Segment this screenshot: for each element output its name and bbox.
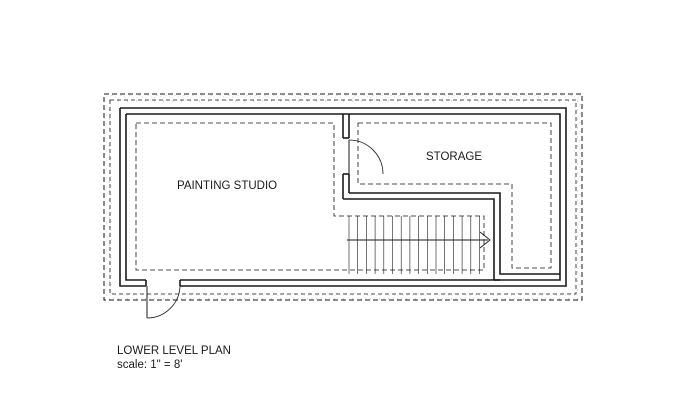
room-label-painting-studio: PAINTING STUDIO [177, 180, 277, 192]
entry-door[interactable] [146, 285, 181, 319]
footing-outline-inner [109, 99, 577, 295]
interior-walls [342, 114, 560, 281]
plan-title: LOWER LEVEL PLAN [117, 345, 231, 357]
room-label-storage: STORAGE [426, 151, 482, 163]
stair [348, 216, 480, 274]
interior-dashed-lines [135, 122, 552, 271]
footing-outline-outer [103, 93, 583, 301]
stair-direction-arrow [347, 231, 491, 249]
interior-door[interactable] [348, 139, 384, 175]
plan-scale: scale: 1" = 8' [117, 359, 183, 371]
plan-caption: LOWER LEVEL PLAN scale: 1" = 8' [117, 344, 231, 372]
